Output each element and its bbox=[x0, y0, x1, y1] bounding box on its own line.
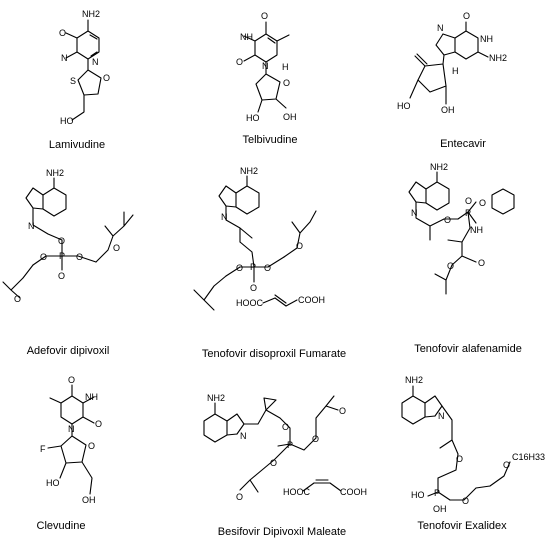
entecavir-nh2-label: NH2 bbox=[489, 53, 507, 63]
telbivudine-n-label: N bbox=[262, 61, 269, 71]
taf-n-label: N bbox=[411, 208, 418, 218]
lamivudine-nh2-label: NH2 bbox=[82, 9, 100, 19]
lamivudine-structure: NH2 O N N O S HO Lamivudine bbox=[49, 9, 110, 151]
taf-o-carb-label: O bbox=[447, 261, 454, 271]
entecavir-nh-label: NH bbox=[480, 34, 493, 44]
taf-o-label: O bbox=[444, 215, 451, 225]
clevudine-ho-label: HO bbox=[46, 478, 60, 488]
telbivudine-caption: Telbivudine bbox=[242, 134, 297, 146]
besifovir-caption: Besifovir Dipivoxil Maleate bbox=[218, 526, 346, 538]
clevudine-o-ring-label: O bbox=[88, 441, 95, 451]
exalidex-structure: NH2 N O P HO OH O O C16H33 Tenofovir Exa… bbox=[401, 375, 545, 532]
telbivudine-nh-label: NH bbox=[240, 32, 253, 42]
lamivudine-n-label: N bbox=[61, 53, 68, 63]
lamivudine-s-label: S bbox=[70, 76, 76, 86]
taf-p-oxo-label: O bbox=[465, 196, 472, 206]
besifovir-hooc-label: HOOC bbox=[283, 487, 311, 497]
taf-o-ester-label: O bbox=[478, 258, 485, 268]
adefovir-o-label: O bbox=[58, 236, 65, 246]
telbivudine-o-label: O bbox=[236, 57, 243, 67]
tdf-cooh-label: COOH bbox=[298, 295, 325, 305]
taf-p-label: P bbox=[465, 208, 471, 218]
lamivudine-o-label: O bbox=[59, 28, 66, 38]
entecavir-caption: Entecavir bbox=[440, 138, 486, 150]
clevudine-f-label: F bbox=[40, 444, 46, 454]
adefovir-o-left-label: O bbox=[40, 252, 47, 262]
exalidex-p-label: P bbox=[434, 488, 440, 498]
exalidex-n9-label: N bbox=[438, 411, 445, 421]
lamivudine-o-ring-label: O bbox=[103, 73, 110, 83]
adefovir-n-label: N bbox=[28, 221, 35, 231]
tdf-p-oxo-label: O bbox=[250, 283, 257, 293]
clevudine-o-top-label: O bbox=[68, 375, 75, 385]
besifovir-cooh-label: COOH bbox=[340, 487, 367, 497]
tdf-hooc-label: HOOC bbox=[236, 298, 264, 308]
besifovir-p-label: P bbox=[287, 440, 293, 450]
lamivudine-ho-label: HO bbox=[60, 116, 74, 126]
taf-nh2-label: NH2 bbox=[430, 162, 448, 172]
besifovir-nh2-label: NH2 bbox=[207, 393, 225, 403]
entecavir-ho-label: HO bbox=[397, 101, 411, 111]
besifovir-p-oxo-label: O bbox=[270, 458, 277, 468]
taf-caption: Tenofovir alafenamide bbox=[414, 343, 522, 355]
clevudine-structure: O NH O N O F HO OH Clevudine bbox=[37, 375, 102, 532]
adefovir-o-right-label: O bbox=[76, 252, 83, 262]
tdf-o-carb-label: O bbox=[296, 241, 303, 251]
exalidex-caption: Tenofovir Exalidex bbox=[417, 520, 507, 532]
telbivudine-o-ring-label: O bbox=[283, 78, 290, 88]
tdf-n-label: N bbox=[221, 212, 228, 222]
entecavir-h-label: H bbox=[452, 66, 459, 76]
adefovir-p-oxo-label: O bbox=[58, 271, 65, 281]
adefovir-nh2-label: NH2 bbox=[46, 168, 64, 178]
tdf-structure: NH2 N P O O O O HOOC COOH Tenofovir diso… bbox=[193, 166, 346, 360]
taf-structure: NH2 N O P O O NH O O Tenofovir alafenami… bbox=[408, 162, 522, 355]
besifovir-o-carb-label: O bbox=[339, 406, 346, 416]
adefovir-caption: Adefovir dipivoxil bbox=[27, 345, 110, 357]
besifovir-n9-label: N bbox=[240, 431, 247, 441]
taf-nh-label: NH bbox=[470, 225, 483, 235]
exalidex-ho-label: HO bbox=[411, 490, 425, 500]
clevudine-n-label: N bbox=[68, 424, 75, 434]
telbivudine-o-top-label: O bbox=[261, 11, 268, 21]
adefovir-p-label: P bbox=[59, 251, 65, 261]
exalidex-o-label: O bbox=[456, 454, 463, 464]
tdf-o-left-label: O bbox=[236, 263, 243, 273]
exalidex-o-chain-label: O bbox=[462, 496, 469, 506]
entecavir-o-label: O bbox=[463, 11, 470, 21]
telbivudine-structure: O NH O N H O HO OH Telbivudine bbox=[236, 11, 298, 146]
lamivudine-n3-label: N bbox=[92, 57, 99, 67]
clevudine-oh-label: OH bbox=[82, 495, 96, 505]
tdf-caption: Tenofovir disoproxil Fumarate bbox=[202, 348, 346, 360]
exalidex-oh-label: OH bbox=[433, 504, 447, 514]
besifovir-o-carb2-label: O bbox=[236, 492, 243, 502]
entecavir-n7-label: N bbox=[437, 23, 444, 33]
adefovir-o-ester-label: O bbox=[113, 243, 120, 253]
exalidex-o-end-label: O bbox=[503, 460, 510, 470]
besifovir-o-label: O bbox=[282, 422, 289, 432]
lamivudine-caption: Lamivudine bbox=[49, 139, 105, 151]
entecavir-structure: O NH N NH2 H HO OH Entecavir bbox=[397, 11, 507, 150]
besifovir-structure: NH2 N P O O O O O HOOC COOH Besifovir Di… bbox=[203, 393, 367, 538]
tdf-nh2-label: NH2 bbox=[240, 166, 258, 176]
tdf-o-right-label: O bbox=[264, 263, 271, 273]
adefovir-o-ester2-label: O bbox=[14, 294, 21, 304]
telbivudine-ho-label: HO bbox=[246, 113, 260, 123]
exalidex-nh2-label: NH2 bbox=[405, 375, 423, 385]
tdf-p-label: P bbox=[250, 262, 256, 272]
besifovir-o-right-label: O bbox=[312, 434, 319, 444]
clevudine-caption: Clevudine bbox=[37, 520, 86, 532]
clevudine-nh-label: NH bbox=[85, 392, 98, 402]
telbivudine-oh-label: OH bbox=[283, 112, 297, 122]
entecavir-oh-label: OH bbox=[441, 105, 455, 115]
telbivudine-h-label: H bbox=[282, 62, 289, 72]
adefovir-structure: NH2 N O P O O O O O Adefovir dipivoxil bbox=[2, 168, 134, 357]
taf-o-phenyl-label: O bbox=[479, 198, 486, 208]
exalidex-c16h33-label: C16H33 bbox=[512, 452, 545, 462]
clevudine-o-label: O bbox=[95, 419, 102, 429]
